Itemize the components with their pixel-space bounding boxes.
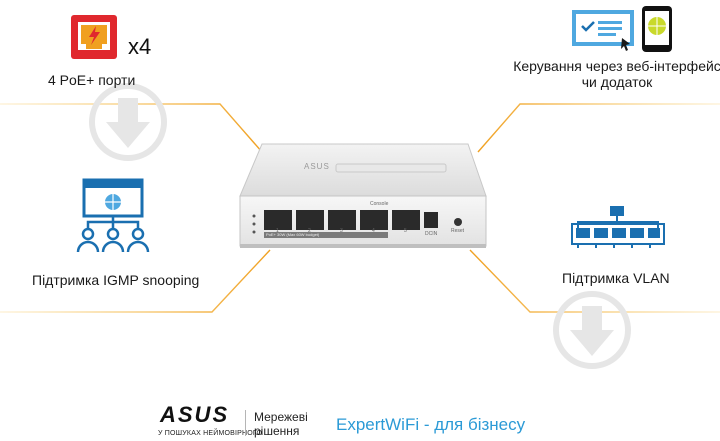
- port-label: 1: [276, 228, 279, 234]
- port-label: 2: [308, 228, 311, 234]
- poe-count: x4: [128, 34, 152, 59]
- port-label: 5: [404, 228, 407, 234]
- watermark-arrow-icon: [89, 83, 167, 161]
- management-caption-line2: чи додаток: [581, 74, 653, 90]
- vlan-icon: [571, 206, 665, 248]
- dcin-label: DCIN: [425, 231, 438, 237]
- footer-divider: [245, 410, 246, 436]
- solutions-line2: рішення: [254, 424, 300, 438]
- management-caption-line1: Керування через веб-інтерфейс: [513, 58, 720, 74]
- console-label: Console: [370, 201, 389, 207]
- expertwifi-label: ExpertWiFi - для бізнесу: [336, 415, 526, 434]
- asus-tagline: У ПОШУКАХ НЕЙМОВІРНОГО: [158, 430, 263, 437]
- network-solutions-label: Мережеві рішення: [254, 410, 308, 438]
- igmp-network-icon: [76, 178, 150, 253]
- asus-logo: ASUS: [160, 402, 230, 427]
- port-label: 3: [340, 228, 343, 234]
- web-app-management-icon: [572, 6, 672, 52]
- port-label: 4: [372, 228, 375, 234]
- solutions-line1: Мережеві: [254, 410, 308, 424]
- reset-label: Reset: [451, 228, 465, 234]
- poe-caption: 4 PoE+ порти: [48, 72, 136, 88]
- management-caption: Керування через веб-інтерфейс чи додаток: [512, 58, 720, 90]
- igmp-caption: Підтримка IGMP snooping: [32, 272, 200, 288]
- poe-strip-label: PoE+ 30W (Max 60W budget): [266, 232, 320, 237]
- network-switch-image: [239, 143, 487, 248]
- vlan-caption: Підтримка VLAN: [562, 270, 670, 286]
- poe-port-icon: [71, 15, 117, 59]
- switch-brand: ASUS: [304, 162, 330, 171]
- watermark-arrow-icon: [553, 291, 631, 369]
